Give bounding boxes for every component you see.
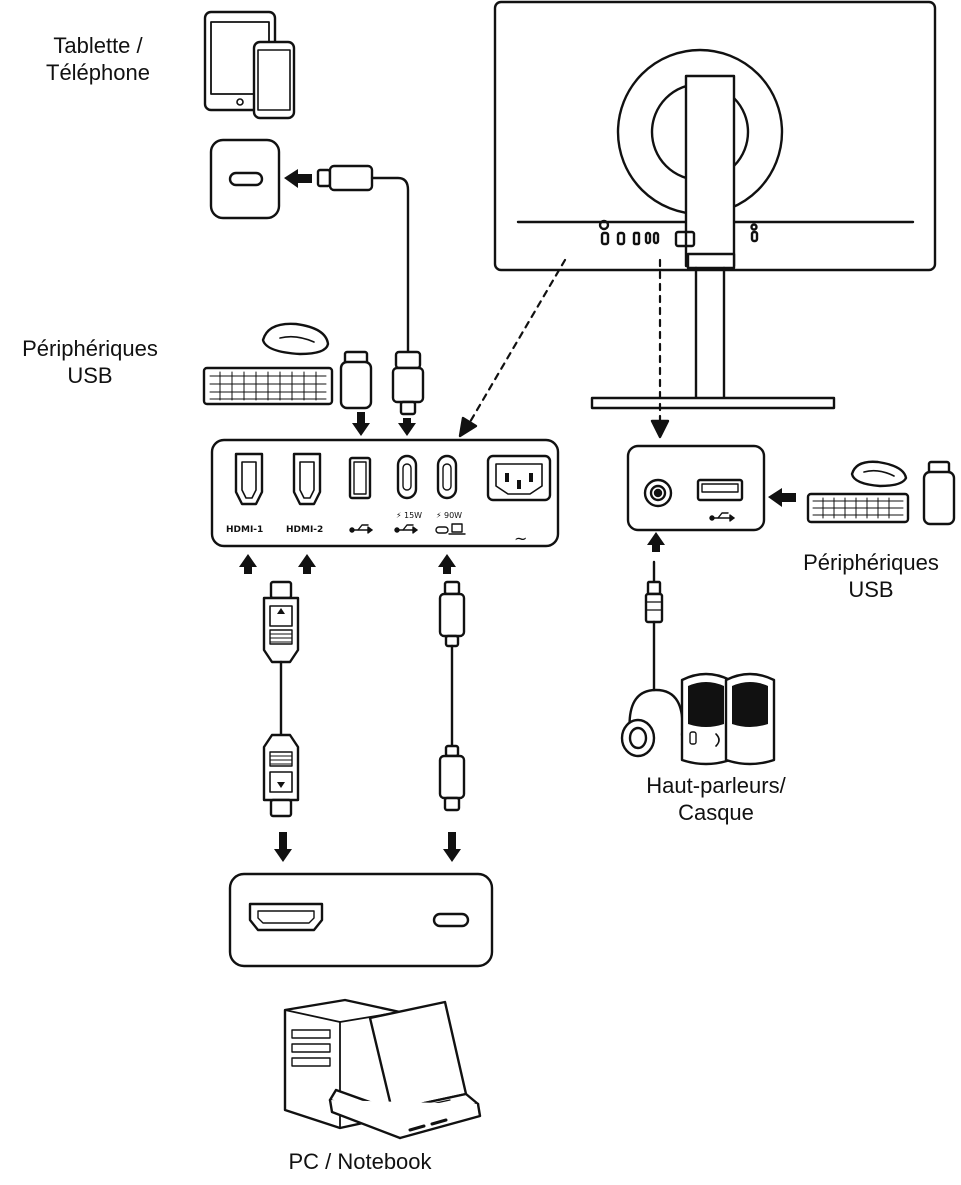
tablet-usb-c-port xyxy=(209,138,281,220)
usb-symbol-icon xyxy=(709,512,735,522)
speakers-headphones-label: Haut-parleurs/ Casque xyxy=(616,772,816,826)
arrow-left-icon xyxy=(768,488,796,507)
arrow-left-icon xyxy=(284,169,312,188)
hdmi-cable xyxy=(262,580,300,818)
lightning-icon: ⚡ xyxy=(436,511,442,520)
usb-devices-left-line2: USB xyxy=(67,363,113,388)
tablet-phone-label-line1: Tablette / xyxy=(53,33,143,58)
usb-c-laptop-icon xyxy=(435,523,466,535)
usb-a-port xyxy=(348,456,372,500)
leader-arrowhead xyxy=(458,416,478,438)
usb-c-90w-port xyxy=(436,454,458,500)
usb-c-15w-port xyxy=(396,454,418,500)
speakers-label-line2: Casque xyxy=(678,800,754,825)
usb-c-cable-pc xyxy=(438,580,466,812)
tablet-phone-label: Tablette / Téléphone xyxy=(14,32,182,86)
mouse-icon xyxy=(261,322,330,356)
usb-c-15w-label: 15W xyxy=(404,511,422,520)
arrow-up-icon xyxy=(298,554,316,574)
pc-hdmi-port xyxy=(248,902,324,932)
usb-devices-right-line1: Périphériques xyxy=(803,550,939,575)
power-symbol: ~ xyxy=(514,529,527,548)
arrow-down-icon xyxy=(398,418,416,436)
pc-usb-c-port xyxy=(432,912,470,928)
usb-flash-drive-icon xyxy=(922,460,956,526)
arrow-up-icon xyxy=(438,554,456,574)
usb-c-cable-tablet xyxy=(316,164,425,416)
monitor-rear-view xyxy=(493,0,937,410)
lightning-icon: ⚡ xyxy=(396,511,402,520)
arrow-down-icon xyxy=(274,832,292,862)
mouse-icon xyxy=(850,460,908,488)
side-usb-a-port xyxy=(696,478,744,502)
speakers-label-line1: Haut-parleurs/ xyxy=(646,773,786,798)
usb-symbol-icon xyxy=(394,524,418,534)
speakers-icon xyxy=(680,672,776,766)
dashed-leader-main-io xyxy=(468,258,567,424)
audio-cable xyxy=(644,560,664,692)
usb-c-90w-label: 90W xyxy=(444,511,462,520)
headphones-icon xyxy=(620,688,684,758)
arrow-up-icon xyxy=(647,532,665,552)
pc-notebook-label: PC / Notebook xyxy=(288,1149,432,1174)
arrow-up-icon xyxy=(239,554,257,574)
hdmi-2-label: HDMI-2 xyxy=(286,525,323,535)
hdmi-1-port xyxy=(234,452,264,506)
ac-power-port xyxy=(486,454,552,502)
usb-flash-drive-icon xyxy=(339,350,373,410)
monitor-side-io-panel xyxy=(626,444,766,532)
audio-jack-port xyxy=(643,478,673,508)
arrow-down-icon xyxy=(352,412,370,436)
pc-notebook-icon xyxy=(283,998,482,1140)
tablet-phone-label-line2: Téléphone xyxy=(46,60,150,85)
arrow-down-icon xyxy=(443,832,461,862)
leader-arrowhead xyxy=(650,419,670,439)
tablet-phone-icon xyxy=(203,10,296,120)
monitor-io-panel: HDMI-1 HDMI-2 ⚡ 15W ⚡ 90W ~ xyxy=(210,438,560,548)
hdmi-2-port xyxy=(292,452,322,506)
hdmi-1-label: HDMI-1 xyxy=(226,525,263,535)
keyboard-icon xyxy=(806,492,910,524)
usb-devices-right-label: Périphériques USB xyxy=(783,549,959,603)
pc-io-panel xyxy=(228,872,494,968)
usb-symbol-icon xyxy=(349,524,373,534)
usb-devices-right-line2: USB xyxy=(848,577,894,602)
keyboard-icon xyxy=(202,366,334,406)
usb-devices-left-line1: Périphériques xyxy=(22,336,158,361)
usb-devices-left-label: Périphériques USB xyxy=(0,335,180,389)
